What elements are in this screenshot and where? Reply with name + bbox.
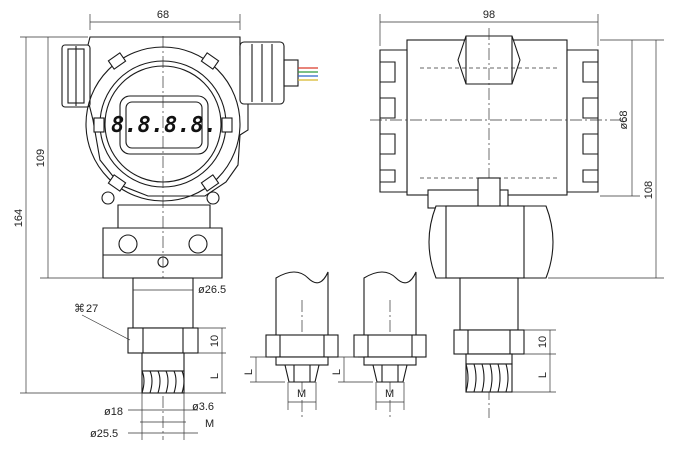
dim-l-variant-2: L — [331, 369, 343, 375]
dim-m-variant-2: M — [385, 388, 394, 400]
dim-l-front: L — [209, 373, 221, 379]
front-view: 8.8.8.8. — [61, 36, 318, 440]
dim-overall-height: 164 — [13, 209, 25, 227]
dim-side-diameter: ø68 — [618, 111, 630, 130]
dim-side-width: 98 — [483, 9, 495, 21]
connection-variant-1: L M — [243, 271, 339, 418]
dim-connection-diameter: ø26.5 — [198, 284, 226, 296]
lcd-readout: 8.8.8.8. — [111, 113, 217, 138]
dim-diameter-3-6: ø3.6 — [192, 401, 214, 413]
dim-wrench-size: 27 — [86, 303, 98, 315]
dim-side-l: L — [537, 372, 549, 378]
dim-m-front: M — [205, 418, 214, 430]
dim-diameter-18: ø18 — [104, 406, 123, 418]
front-dimensions: 68 109 164 ø26.5 ⌘ 27 10 L ø18 ø3.6 M ø2… — [13, 9, 241, 440]
dim-l-variant-1: L — [243, 369, 255, 375]
side-dimensions: 98 ø68 108 10 L — [379, 9, 664, 393]
dim-diameter-25-5: ø25.5 — [90, 428, 118, 440]
side-view — [370, 28, 630, 418]
dim-front-height-upper: 109 — [35, 149, 47, 167]
dim-thread-length-1: 10 — [209, 335, 221, 347]
lcd-window — [119, 95, 209, 155]
dim-front-width: 68 — [157, 9, 169, 21]
dim-side-height: 108 — [643, 181, 655, 199]
wrench-icon: ⌘ — [74, 303, 85, 315]
dim-m-variant-1: M — [297, 388, 306, 400]
dim-side-thread-10: 10 — [537, 336, 549, 348]
connection-variant-2: L M — [331, 271, 427, 418]
